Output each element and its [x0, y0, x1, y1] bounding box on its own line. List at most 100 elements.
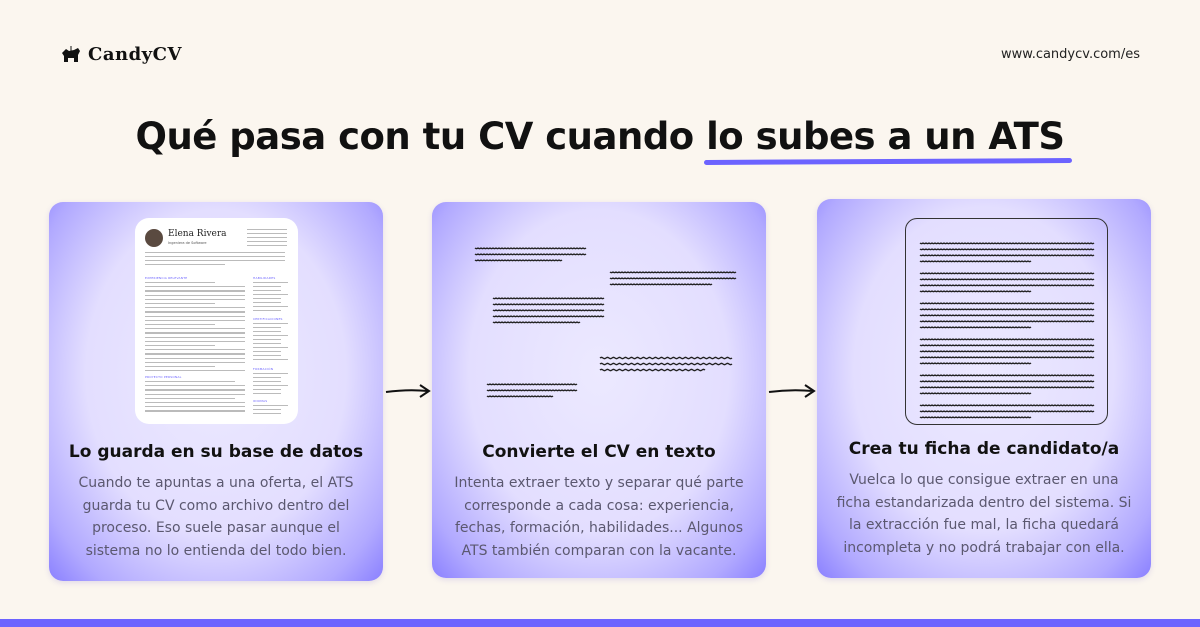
brand-name: CandyCV — [88, 44, 182, 65]
text-squiggle — [919, 404, 1095, 407]
resume-section: IDIOMAS — [253, 399, 268, 403]
resume-text-line — [253, 298, 281, 300]
resume-text-line — [253, 405, 288, 407]
text-squiggle — [492, 315, 605, 318]
resume-section: HABILIDADES — [253, 276, 276, 280]
resume-text-line — [145, 402, 245, 404]
text-squiggle — [919, 302, 1095, 305]
text-squiggle — [919, 272, 1095, 275]
resume-text-line — [145, 311, 245, 313]
resume-text-line — [247, 241, 287, 243]
card-profile: Crea tu ficha de candidato/a Vuelca lo q… — [817, 199, 1151, 578]
text-squiggle — [609, 271, 737, 274]
text-squiggle — [919, 410, 1095, 413]
resume-text-line — [145, 290, 245, 292]
text-squiggle — [599, 368, 706, 372]
resume-text-line — [145, 361, 245, 364]
card-title: Crea tu ficha de candidato/a — [848, 439, 1120, 459]
title-highlight: lo subes a un ATS — [706, 115, 1065, 158]
resume-text-line — [145, 385, 245, 387]
text-squiggle — [919, 242, 1095, 245]
resume-section: PROYECTO PERSONAL — [145, 375, 182, 379]
resume-text-line — [145, 282, 215, 284]
resume-text-line — [253, 339, 281, 341]
resume-text-line — [145, 349, 245, 351]
resume-text-line — [145, 303, 215, 305]
website-url[interactable]: www.candycv.com/es — [1000, 47, 1140, 62]
resume-text-line — [253, 381, 281, 383]
brand-logo: CandyCV — [60, 44, 182, 65]
resume-name: Elena Rivera — [168, 229, 227, 239]
resume-text-line — [145, 315, 245, 317]
card-title: Convierte el CV en texto — [482, 442, 716, 462]
text-squiggle — [609, 277, 737, 280]
text-squiggle — [919, 356, 1095, 359]
text-squiggle — [599, 356, 733, 360]
page-title: Qué pasa con tu CV cuando lo subes a un … — [0, 115, 1200, 158]
card-store: Elena Rivera Ingeniera de Software EXPER… — [49, 202, 383, 581]
resume-text-line — [253, 347, 288, 349]
text-squiggle — [919, 344, 1095, 347]
resume-text-line — [145, 410, 245, 412]
resume-text-line — [145, 370, 245, 372]
resume-text-line — [145, 336, 245, 338]
resume-text-line — [253, 385, 288, 387]
resume-text-line — [253, 294, 288, 296]
avatar — [145, 229, 163, 247]
extracted-text-lines — [474, 247, 737, 398]
resume-text-line — [247, 237, 287, 239]
resume-text-line — [253, 377, 281, 379]
card-text: Vuelca lo que consigue extraer en una fi… — [836, 472, 1132, 556]
resume-text-line — [253, 286, 281, 288]
resume-text-line — [253, 389, 281, 391]
resume-text-line — [253, 343, 281, 345]
resume-text-line — [253, 306, 288, 308]
card-convert: Convierte el CV en texto Intenta extraer… — [432, 202, 766, 578]
text-squiggle — [474, 253, 587, 256]
text-squiggle — [919, 392, 1032, 395]
text-squiggle — [919, 290, 1032, 293]
text-squiggle — [919, 278, 1095, 281]
title-text: Qué pasa con tu CV cuando — [135, 115, 707, 158]
card-title: Lo guarda en su base de datos — [68, 442, 364, 462]
text-squiggle — [492, 297, 605, 300]
arrow-right-icon — [768, 384, 816, 398]
text-squiggle — [486, 383, 578, 386]
resume-text-line — [145, 324, 215, 326]
text-squiggle — [474, 247, 587, 250]
text-squiggle — [599, 362, 733, 366]
text-squiggle — [609, 283, 713, 286]
resume-text-line — [253, 393, 281, 395]
arrow-right-icon — [385, 384, 431, 398]
resume-text-line — [253, 413, 281, 415]
text-squiggle — [919, 386, 1095, 389]
resume-text-line — [145, 319, 245, 322]
text-squiggle — [919, 326, 1032, 329]
resume-text-line — [145, 345, 215, 347]
text-squiggle — [486, 389, 578, 392]
document-outline — [905, 218, 1108, 425]
text-squiggle — [919, 416, 1032, 419]
resume-text-line — [247, 245, 287, 247]
resume-text-line — [145, 340, 245, 343]
resume-text-line — [253, 335, 288, 337]
resume-text-line — [145, 286, 245, 288]
resume-text-line — [145, 328, 245, 330]
resume-text-line — [145, 357, 245, 359]
dog-icon — [62, 45, 80, 62]
resume-text-line — [145, 353, 245, 355]
resume-text-line — [253, 409, 281, 411]
text-squiggle — [919, 362, 1032, 365]
resume-text-line — [145, 406, 245, 408]
text-squiggle — [919, 248, 1095, 251]
text-squiggle — [919, 314, 1095, 317]
text-squiggle — [919, 320, 1095, 323]
resume-text-line — [253, 351, 281, 353]
resume-text-line — [253, 359, 288, 361]
text-squiggle — [492, 303, 605, 306]
resume-role: Ingeniera de Software — [168, 241, 207, 245]
card-text: Intenta extraer texto y separar qué part… — [454, 475, 744, 559]
document-text-lines — [919, 242, 1095, 419]
resume-text-line — [145, 393, 245, 395]
resume-section: EXPERIENCIA RELEVANTE — [145, 276, 188, 280]
